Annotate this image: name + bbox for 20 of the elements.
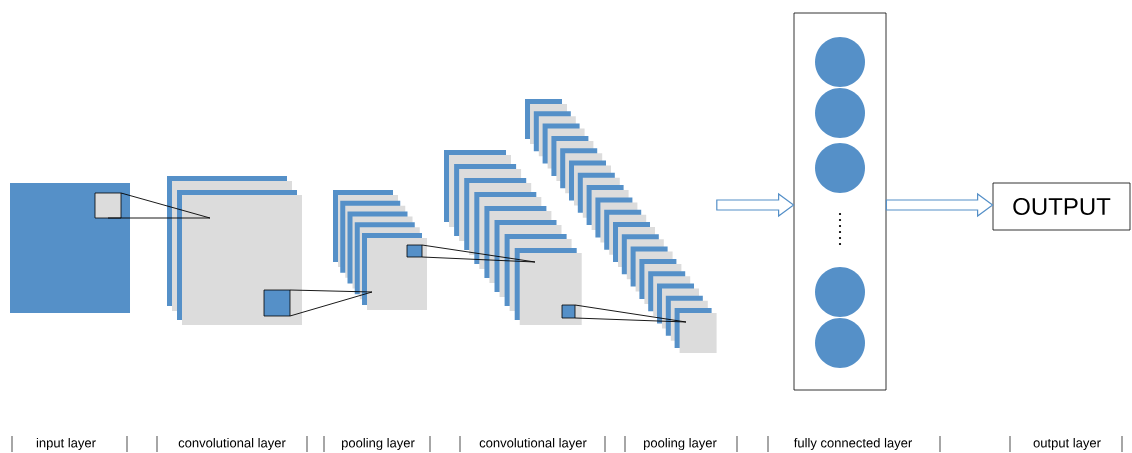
layer-label: fully connected layer: [793, 437, 912, 451]
hollow-arrow: [885, 192, 994, 218]
neuron-circle: [815, 143, 865, 193]
layer-label: convolutional layer: [178, 437, 286, 451]
layer-label: input layer: [36, 437, 96, 451]
layer-label: output layer: [1033, 437, 1101, 451]
neuron-circle: [815, 318, 865, 368]
input-image: [10, 183, 130, 313]
feature-map-stack: [167, 176, 302, 325]
feature-map-stack: [444, 150, 582, 325]
neuron-circle: [815, 88, 865, 138]
output-box: OUTPUT: [992, 182, 1131, 231]
feature-map-stack: [525, 99, 717, 354]
layer-label: convolutional layer: [479, 437, 587, 451]
layer-label: pooling layer: [644, 437, 717, 451]
feature-map-stack: [333, 190, 427, 310]
hollow-arrow: [716, 192, 795, 218]
layer-label: pooling layer: [342, 437, 415, 451]
neuron-circle: [815, 37, 865, 87]
neuron-circle: [815, 267, 865, 317]
